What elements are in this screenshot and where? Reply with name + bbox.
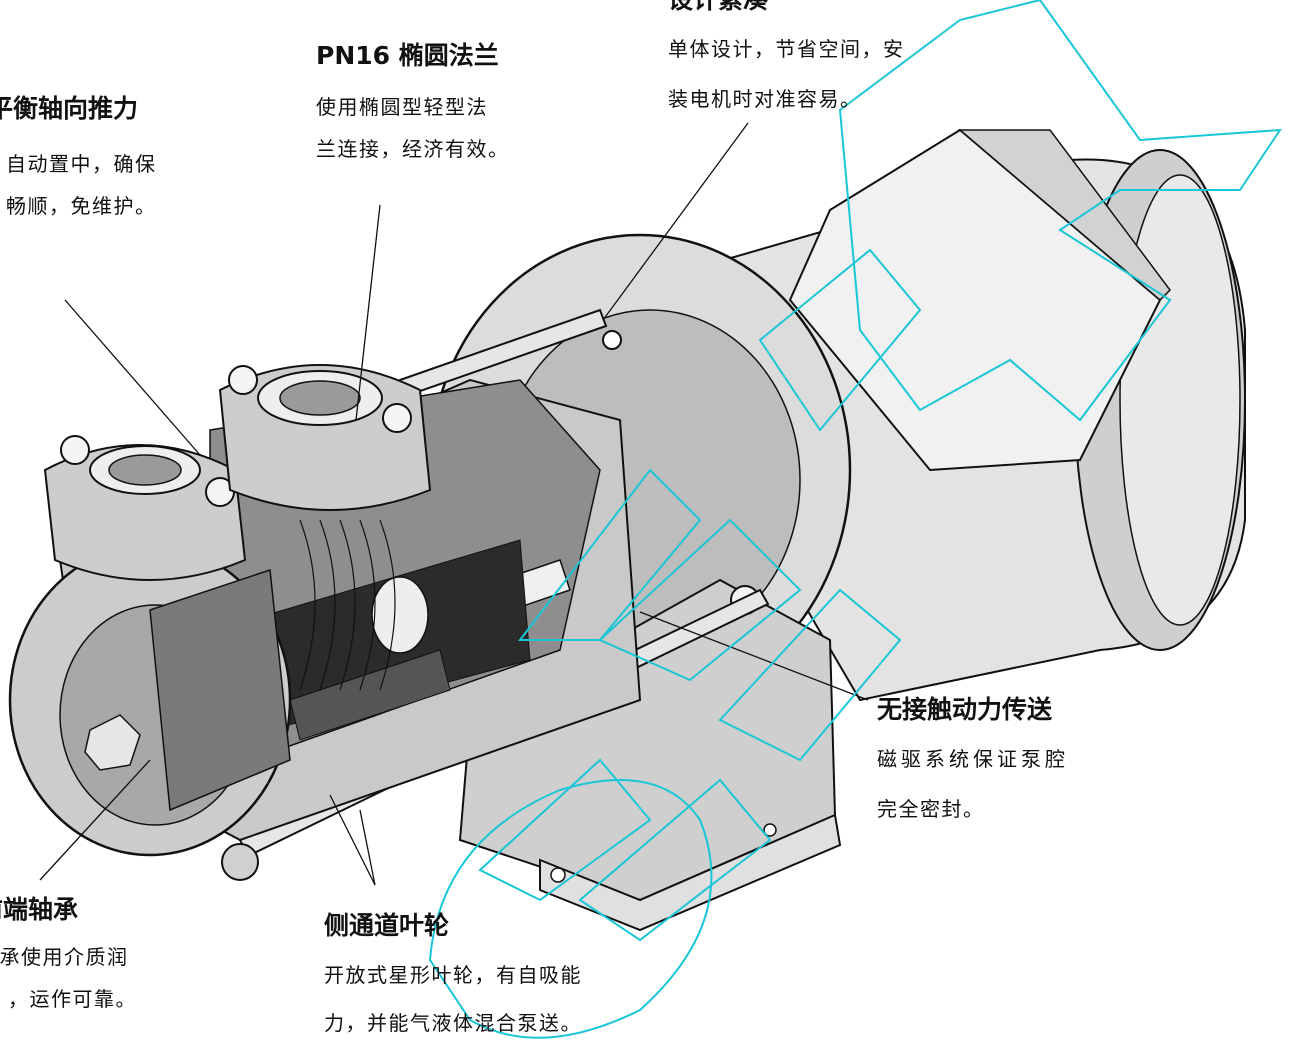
suction-flange — [43, 435, 247, 581]
callout-body-line: 使用椭圆型轻型法 — [316, 95, 488, 119]
callout-impeller: 侧通道叶轮 开放式星形叶轮，有自吸能 力，并能气液体混合泵送。 — [324, 910, 582, 1044]
callout-body-line: 力，并能气液体混合泵送。 — [324, 1011, 582, 1035]
callout-magnetic-drive: 无接触动力传送 磁驱系统保证泵腔 完全密封。 — [877, 694, 1069, 830]
callout-body-line: 单体设计，节省空间，安 — [668, 37, 905, 61]
callout-front-bearing: 前端轴承 轴承使用介质润 ，运作可靠。 — [0, 894, 137, 1020]
callout-axial-thrust: 平衡轴向推力 自动置中，确保 畅顺，免维护。 — [0, 93, 157, 227]
callout-compact-design: 设计紧凑 单体设计，节省空间，安 装电机时对准容易。 — [668, 0, 905, 120]
discharge-flange — [218, 364, 432, 511]
callout-body-line: 装电机时对准容易。 — [668, 87, 862, 111]
callout-title: 前端轴承 — [0, 895, 79, 924]
watermark-outline — [428, 0, 1282, 1039]
callout-title: 平衡轴向推力 — [0, 94, 139, 123]
callout-body-line: 磁驱系统保证泵腔 — [877, 747, 1069, 771]
callout-body-line: 开放式星形叶轮，有自吸能 — [324, 963, 582, 987]
callout-body-line: 完全密封。 — [877, 797, 985, 821]
callout-body-line: ，运作可靠。 — [8, 987, 137, 1011]
pump-base-foot — [458, 578, 842, 932]
callout-body-line: 轴承使用介质润 — [0, 945, 129, 969]
leader-lines — [39, 122, 869, 886]
callout-title: PN16 椭圆法兰 — [316, 41, 499, 70]
callout-title: 无接触动力传送 — [877, 695, 1053, 724]
callout-title: 设计紧凑 — [668, 0, 905, 16]
front-casing — [8, 543, 292, 857]
callout-body-line: 自动置中，确保 — [6, 152, 157, 176]
callout-body-line: 兰连接，经济有效。 — [316, 137, 510, 161]
callout-body-line: 畅顺，免维护。 — [6, 194, 157, 218]
callout-title: 侧通道叶轮 — [324, 911, 450, 940]
callout-flange: PN16 椭圆法兰 使用椭圆型轻型法 兰连接，经济有效。 — [316, 40, 510, 170]
